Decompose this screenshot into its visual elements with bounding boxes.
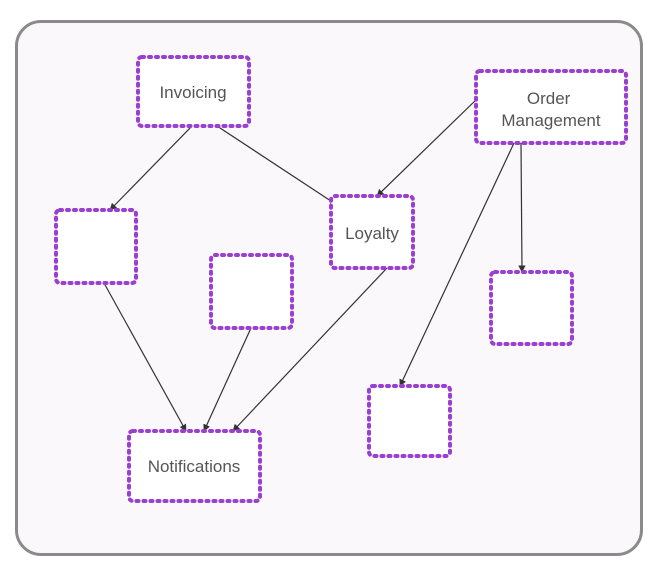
node-blank-bottom-right[interactable]: [367, 384, 452, 458]
node-order-management-label-line-2: Management: [501, 111, 601, 130]
edge-order-management-to-blank-bottom-right: [399, 142, 515, 387]
node-blank-left[interactable]: [54, 208, 138, 285]
node-blank-middle[interactable]: [209, 253, 294, 330]
node-invoicing-label: Invoicing: [159, 83, 226, 102]
edge-invoicing-to-blank-left: [109, 125, 193, 211]
node-invoicing[interactable]: Invoicing: [136, 55, 251, 128]
edge-invoicing-to-loyalty: [216, 125, 338, 206]
edge-loyalty-to-notifications: [232, 267, 388, 432]
node-order-management-label: Order Management: [501, 89, 601, 130]
node-order-management[interactable]: Order Management: [474, 69, 628, 145]
node-order-management-label-line-1: Order: [527, 89, 571, 108]
node-loyalty[interactable]: Loyalty: [329, 194, 415, 270]
node-notifications[interactable]: Notifications: [127, 429, 262, 503]
edge-blank-left-to-notifications: [103, 282, 187, 432]
node-loyalty-label: Loyalty: [345, 224, 399, 243]
edge-order-management-to-blank-right: [518, 142, 526, 273]
edge-blank-middle-to-notifications: [203, 327, 252, 432]
edge-order-management-to-loyalty: [376, 96, 480, 197]
node-notifications-label: Notifications: [148, 457, 241, 476]
node-blank-right[interactable]: [489, 270, 574, 346]
